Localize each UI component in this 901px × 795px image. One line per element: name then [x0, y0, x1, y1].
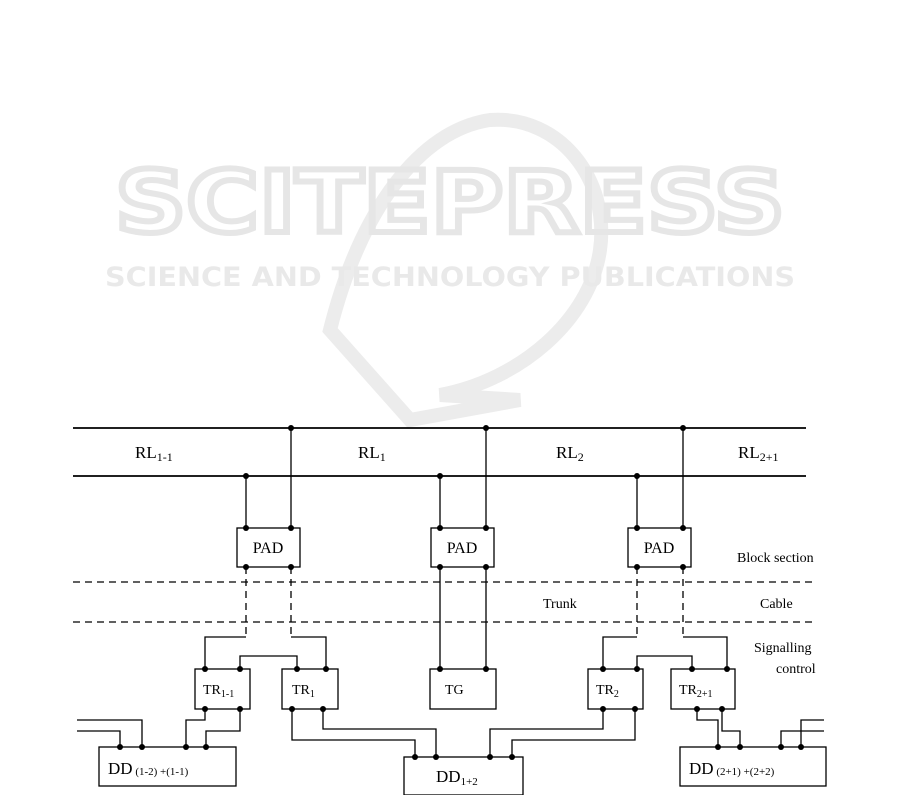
- trunk-label: Trunk: [543, 597, 577, 612]
- pad-label: PAD: [644, 540, 675, 557]
- dd-box: DD1+2: [404, 754, 523, 795]
- watermark: SCITEPRESS SCIENCE AND TECHNOLOGY PUBLIC…: [105, 120, 795, 420]
- tr-box: TR1-1: [195, 666, 250, 712]
- pad-box: PAD: [237, 525, 300, 570]
- rail-segment-label: RL1: [358, 443, 386, 464]
- tr-box: TR1: [282, 666, 338, 712]
- tr-box: TR2+1: [671, 666, 735, 712]
- pad-label: PAD: [447, 540, 478, 557]
- pad-box: PAD: [628, 525, 691, 570]
- dd-box: DD (1-2) +(1-1): [99, 744, 236, 786]
- pad-label: PAD: [253, 540, 284, 557]
- control-label: control: [776, 662, 816, 677]
- tg-box: TG: [430, 666, 496, 709]
- tg-label: TG: [445, 683, 464, 698]
- signalling-label: Signalling: [754, 641, 812, 656]
- tr-box: TR2: [588, 666, 643, 712]
- watermark-title: SCITEPRESS: [115, 153, 785, 253]
- rail-segment-label: RL2: [556, 443, 584, 464]
- watermark-subtitle: SCIENCE AND TECHNOLOGY PUBLICATIONS: [105, 262, 795, 293]
- rail-segment-label: RL1-1: [135, 443, 173, 464]
- block-section-label: Block section: [737, 551, 814, 566]
- pad-box: PAD: [431, 525, 494, 570]
- dd-box: DD (2+1) +(2+2): [680, 744, 826, 786]
- cable-label: Cable: [760, 597, 793, 612]
- rail-segment-label: RL2+1: [738, 443, 779, 464]
